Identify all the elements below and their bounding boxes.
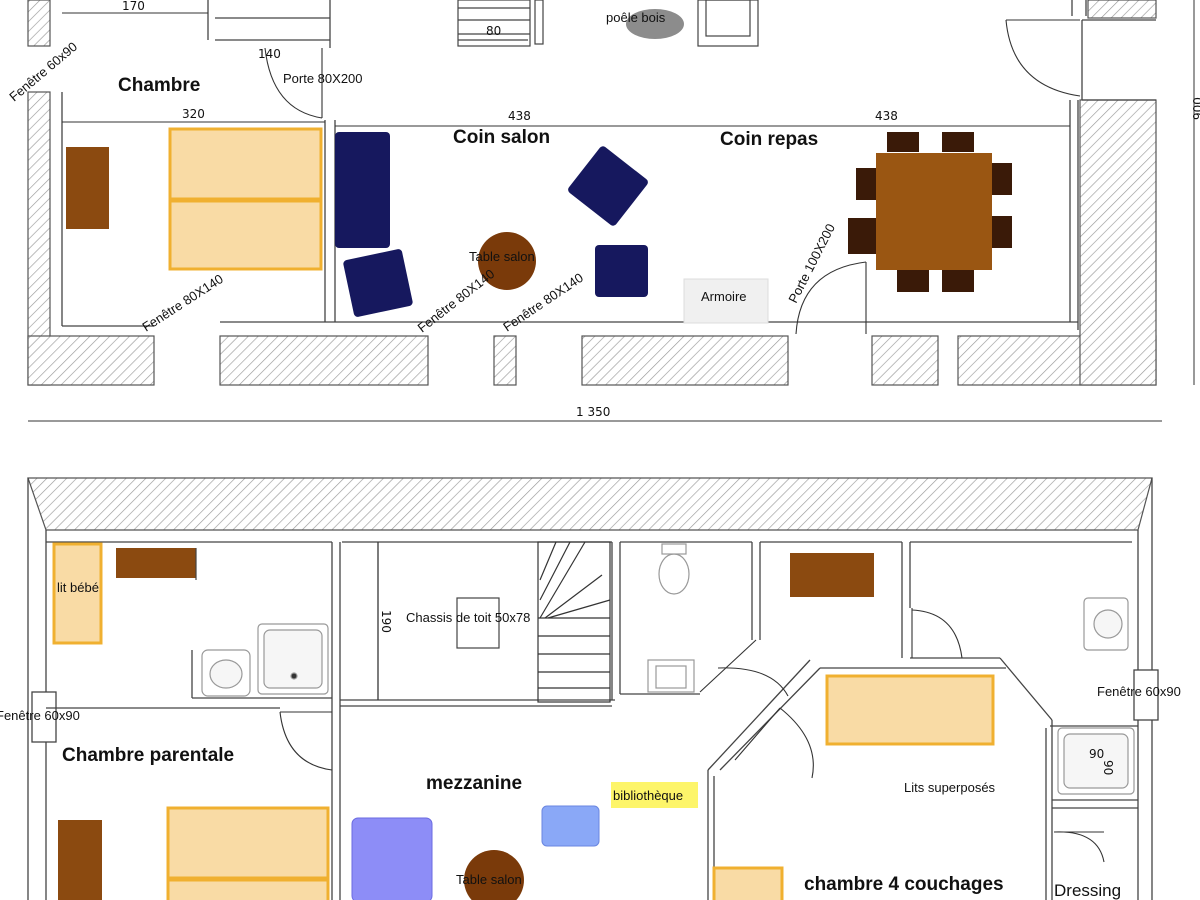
wall-bottom-3 <box>493 335 517 386</box>
label-table-salon: Table salon <box>469 249 535 264</box>
dim-438-salon: 438 <box>508 109 531 123</box>
ground-floor: 170 80 140 320 438 438 1 350 900 Chambre… <box>6 0 1200 422</box>
table-salon-mezzanine <box>464 850 524 900</box>
room-label-coin-repas: Coin repas <box>720 129 818 150</box>
label-dim-90b: 90 <box>1101 760 1115 775</box>
dim-170: 170 <box>122 0 145 13</box>
room-label-chambre-parentale: Chambre parentale <box>62 745 234 766</box>
dim-80: 80 <box>486 24 501 38</box>
label-armoire: Armoire <box>701 289 747 304</box>
armchair-3 <box>595 245 648 297</box>
wall-bottom-2 <box>219 335 429 386</box>
wall-bottom-1 <box>27 335 155 386</box>
crib <box>52 542 103 645</box>
poele-bois-icon <box>626 9 684 39</box>
wall-left-top <box>27 0 51 47</box>
wardrobe-chambre <box>66 147 109 229</box>
ground-floor-dimension-lines <box>28 0 1195 422</box>
door-80x200 <box>264 47 323 119</box>
armchair-1 <box>343 249 413 317</box>
label-bibliotheque: bibliothèque <box>613 788 683 803</box>
label-poele-bois: poêle bois <box>606 10 666 25</box>
bunk-bed <box>825 674 995 746</box>
label-lits-superposes: Lits superposés <box>904 780 996 795</box>
dresser-wc <box>790 553 874 597</box>
dim-438-repas: 438 <box>875 109 898 123</box>
label-fenetre-60x90-right: Fenêtre 60x90 <box>1097 684 1181 699</box>
dresser-parentale <box>116 548 196 578</box>
door-bedroom-4 <box>779 707 814 779</box>
room-label-dressing: Dressing <box>1054 881 1121 900</box>
wall-bottom-4 <box>581 335 789 386</box>
dim-140: 140 <box>258 47 281 61</box>
wall-right <box>1079 99 1157 386</box>
door-100x200 <box>795 261 867 335</box>
upper-floor: Chambre parentale mezzanine chambre 4 co… <box>0 477 1181 900</box>
sofas-salon <box>335 132 648 317</box>
toilet-icon <box>658 553 690 595</box>
roof-window <box>456 597 500 649</box>
bed-chambre <box>168 127 323 271</box>
dim-total-width: 1 350 <box>576 405 610 419</box>
label-porte-80x200: Porte 80X200 <box>283 71 363 86</box>
label-dim-190: 190 <box>379 610 393 633</box>
label-fenetre-60x90-left: Fenêtre 60x90 <box>0 708 80 723</box>
roof-band <box>27 477 1153 531</box>
table-salon-round <box>478 232 536 290</box>
bed-chambre-4 <box>712 866 784 900</box>
door-chambre-parentale <box>279 711 333 771</box>
bibliotheque-highlight <box>611 782 698 808</box>
room-label-chambre-4-couchages: chambre 4 couchages <box>804 874 1004 895</box>
room-label-chambre: Chambre <box>118 75 200 96</box>
door-entry-right <box>1005 19 1081 97</box>
sofa-long <box>335 132 390 248</box>
label-fenetre-80x140-a: Fenêtre 80X140 <box>139 271 225 334</box>
room-label-mezzanine: mezzanine <box>426 773 522 794</box>
ground-floor-interior-walls <box>61 0 1156 330</box>
label-porte-100x200: Porte 100X200 <box>785 221 838 305</box>
ground-floor-doors <box>264 19 1081 335</box>
dim-320: 320 <box>182 107 205 121</box>
armchair-2 <box>568 146 648 226</box>
dim-right-height: 900 <box>1191 97 1200 120</box>
wall-right-top <box>1087 0 1157 19</box>
wardrobe-parentale <box>58 820 102 900</box>
room-label-coin-salon: Coin salon <box>453 127 550 148</box>
label-fenetre-80x140-b: Fenêtre 80X140 <box>415 266 498 335</box>
upper-floor-doors <box>279 608 1105 863</box>
upper-floor-walls <box>27 478 1159 900</box>
dining-table <box>848 132 1012 292</box>
door-wc <box>717 667 789 697</box>
ground-floor-walls <box>27 0 1157 386</box>
armoire <box>683 278 769 324</box>
ground-floor-kitchen-block <box>697 0 759 47</box>
label-chassis-de-toit: Chassis de toit 50x78 <box>406 610 530 625</box>
armchair-blue <box>541 805 600 847</box>
upper-floor-stairs <box>537 541 611 703</box>
sanitary-fixtures <box>201 543 1135 795</box>
label-lit-bebe: lit bébé <box>57 580 99 595</box>
door-bathroom-right <box>911 609 963 659</box>
label-dim-90: 90 <box>1089 747 1104 761</box>
wall-bottom-5 <box>871 335 939 386</box>
bed-parentale <box>166 806 330 900</box>
ground-floor-stairs <box>457 0 544 47</box>
armchair-purple <box>351 817 433 900</box>
door-dressing <box>1053 831 1105 863</box>
label-table-salon-mezzanine: Table salon <box>456 872 522 887</box>
